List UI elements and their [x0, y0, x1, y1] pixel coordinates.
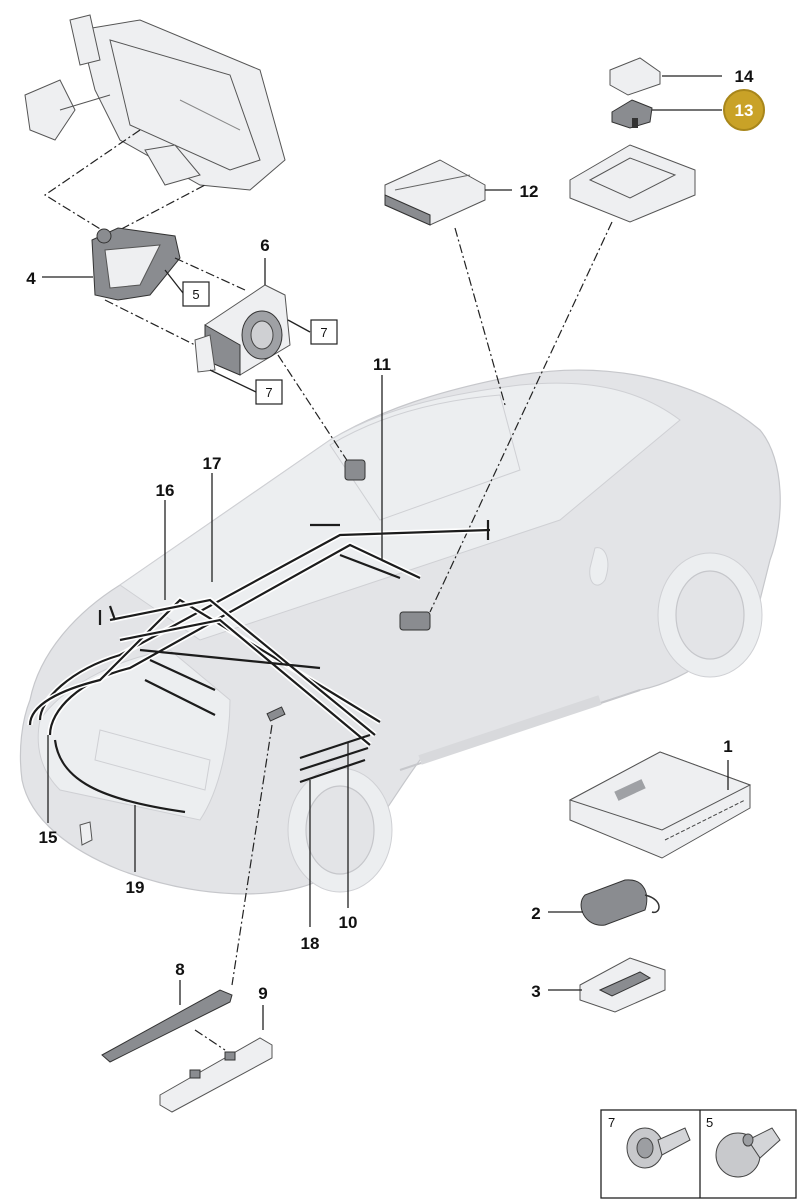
- roof-module-mount: [399, 611, 431, 631]
- callout-17: 17: [203, 454, 222, 473]
- callout-19: 19: [126, 878, 145, 897]
- ref-box-7-lower: [255, 379, 283, 405]
- part-13-sensor: [611, 99, 653, 129]
- part-4-bracket: [91, 227, 181, 301]
- part-14-cover: [609, 57, 661, 96]
- ref-box-7-lower-label: 7: [265, 385, 272, 400]
- part-2-antenna-module: [580, 879, 660, 926]
- callout-14: 14: [735, 67, 754, 86]
- callout-6: 6: [260, 236, 269, 255]
- callout-13: 13: [735, 101, 754, 120]
- screw-7-icon: [626, 1127, 691, 1169]
- ref-box-5: [182, 281, 210, 307]
- part-9-mounting-rail: [159, 1037, 273, 1113]
- roof-sensor: [344, 459, 366, 481]
- part-6-speaker-enclosure: [194, 284, 291, 376]
- part-3-holder: [579, 957, 666, 1013]
- callout-16: 16: [156, 481, 175, 500]
- callout-10: 10: [339, 913, 358, 932]
- part-1-control-unit: [568, 751, 752, 859]
- part-12-control-module: [384, 159, 486, 226]
- vehicle-body: [19, 369, 781, 895]
- ref-box-7-upper: [310, 319, 338, 345]
- tow-hitch: [79, 821, 93, 846]
- sensor-tray: [569, 144, 696, 223]
- legend-label-5: 5: [706, 1115, 713, 1130]
- callout-9: 9: [258, 984, 267, 1003]
- clip-5-icon: [715, 1127, 781, 1178]
- part-8-antenna-strip: [101, 989, 233, 1063]
- ref-box-7-upper-label: 7: [320, 325, 327, 340]
- callout-4: 4: [26, 269, 36, 288]
- callout-3: 3: [531, 982, 540, 1001]
- fastener-legend: 7 5: [600, 1109, 797, 1199]
- callout-13-highlight: [723, 89, 765, 131]
- callout-12: 12: [520, 182, 539, 201]
- legend-label-7: 7: [608, 1115, 615, 1130]
- callout-15: 15: [39, 828, 58, 847]
- connector-bracket: [266, 706, 286, 722]
- callout-11: 11: [373, 355, 391, 374]
- callout-2: 2: [531, 904, 540, 923]
- callout-1: 1: [723, 737, 732, 756]
- wiring-harnesses: [27, 520, 491, 814]
- callout-18: 18: [301, 934, 320, 953]
- crossmember-bracket: [24, 14, 286, 191]
- callout-8: 8: [175, 960, 184, 979]
- ref-box-5-label: 5: [192, 287, 199, 302]
